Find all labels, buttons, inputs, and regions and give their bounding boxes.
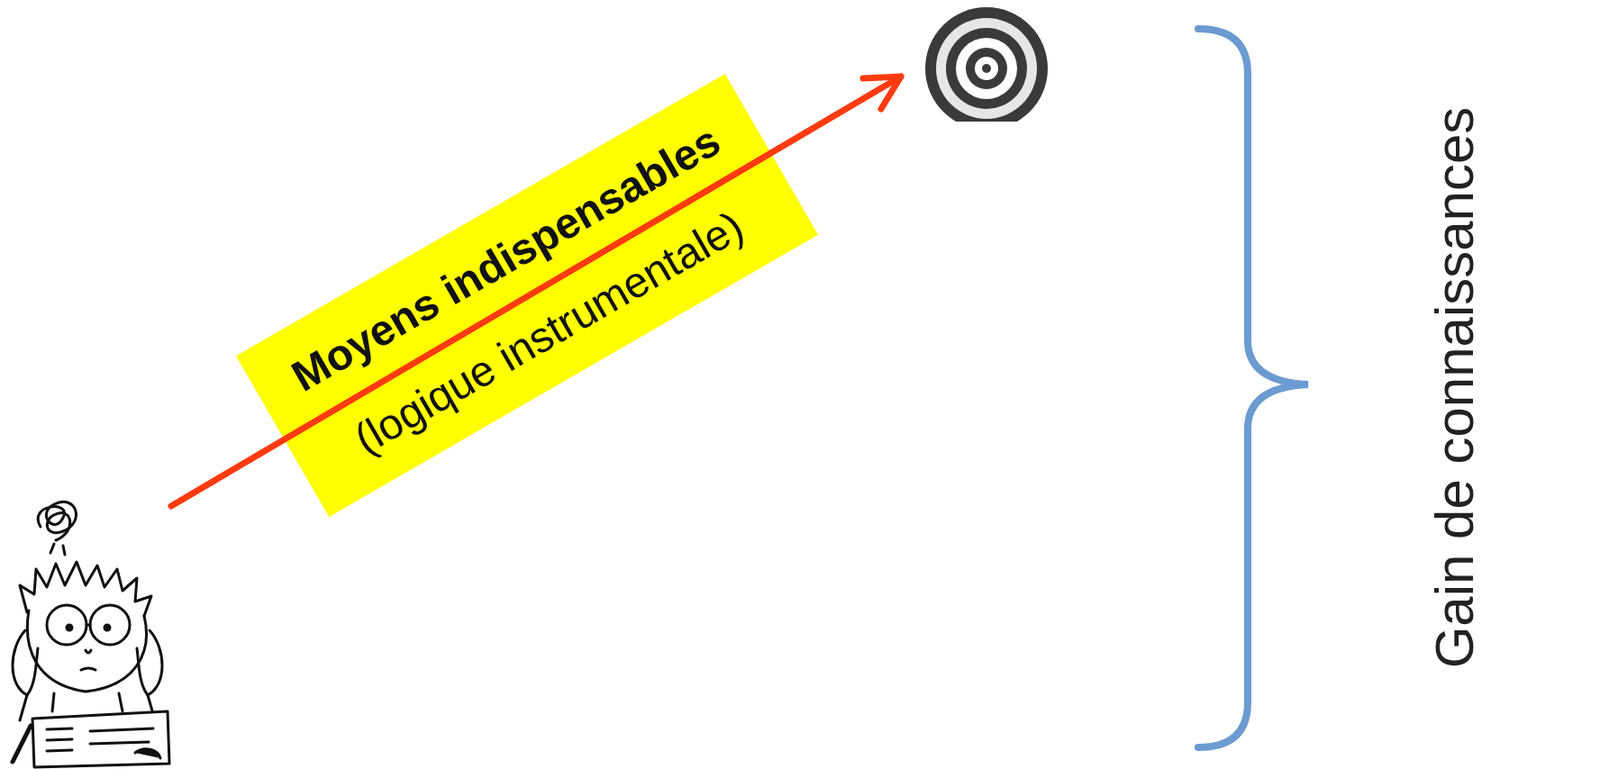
target-icon	[925, 7, 1048, 122]
highlight-box: Moyens indispensables(logique instrument…	[236, 73, 819, 518]
student-illustration	[12, 501, 170, 768]
curly-bracket	[1198, 28, 1309, 748]
axis-label: Gain de connaissances	[1423, 106, 1486, 669]
red-arrow	[171, 76, 901, 507]
